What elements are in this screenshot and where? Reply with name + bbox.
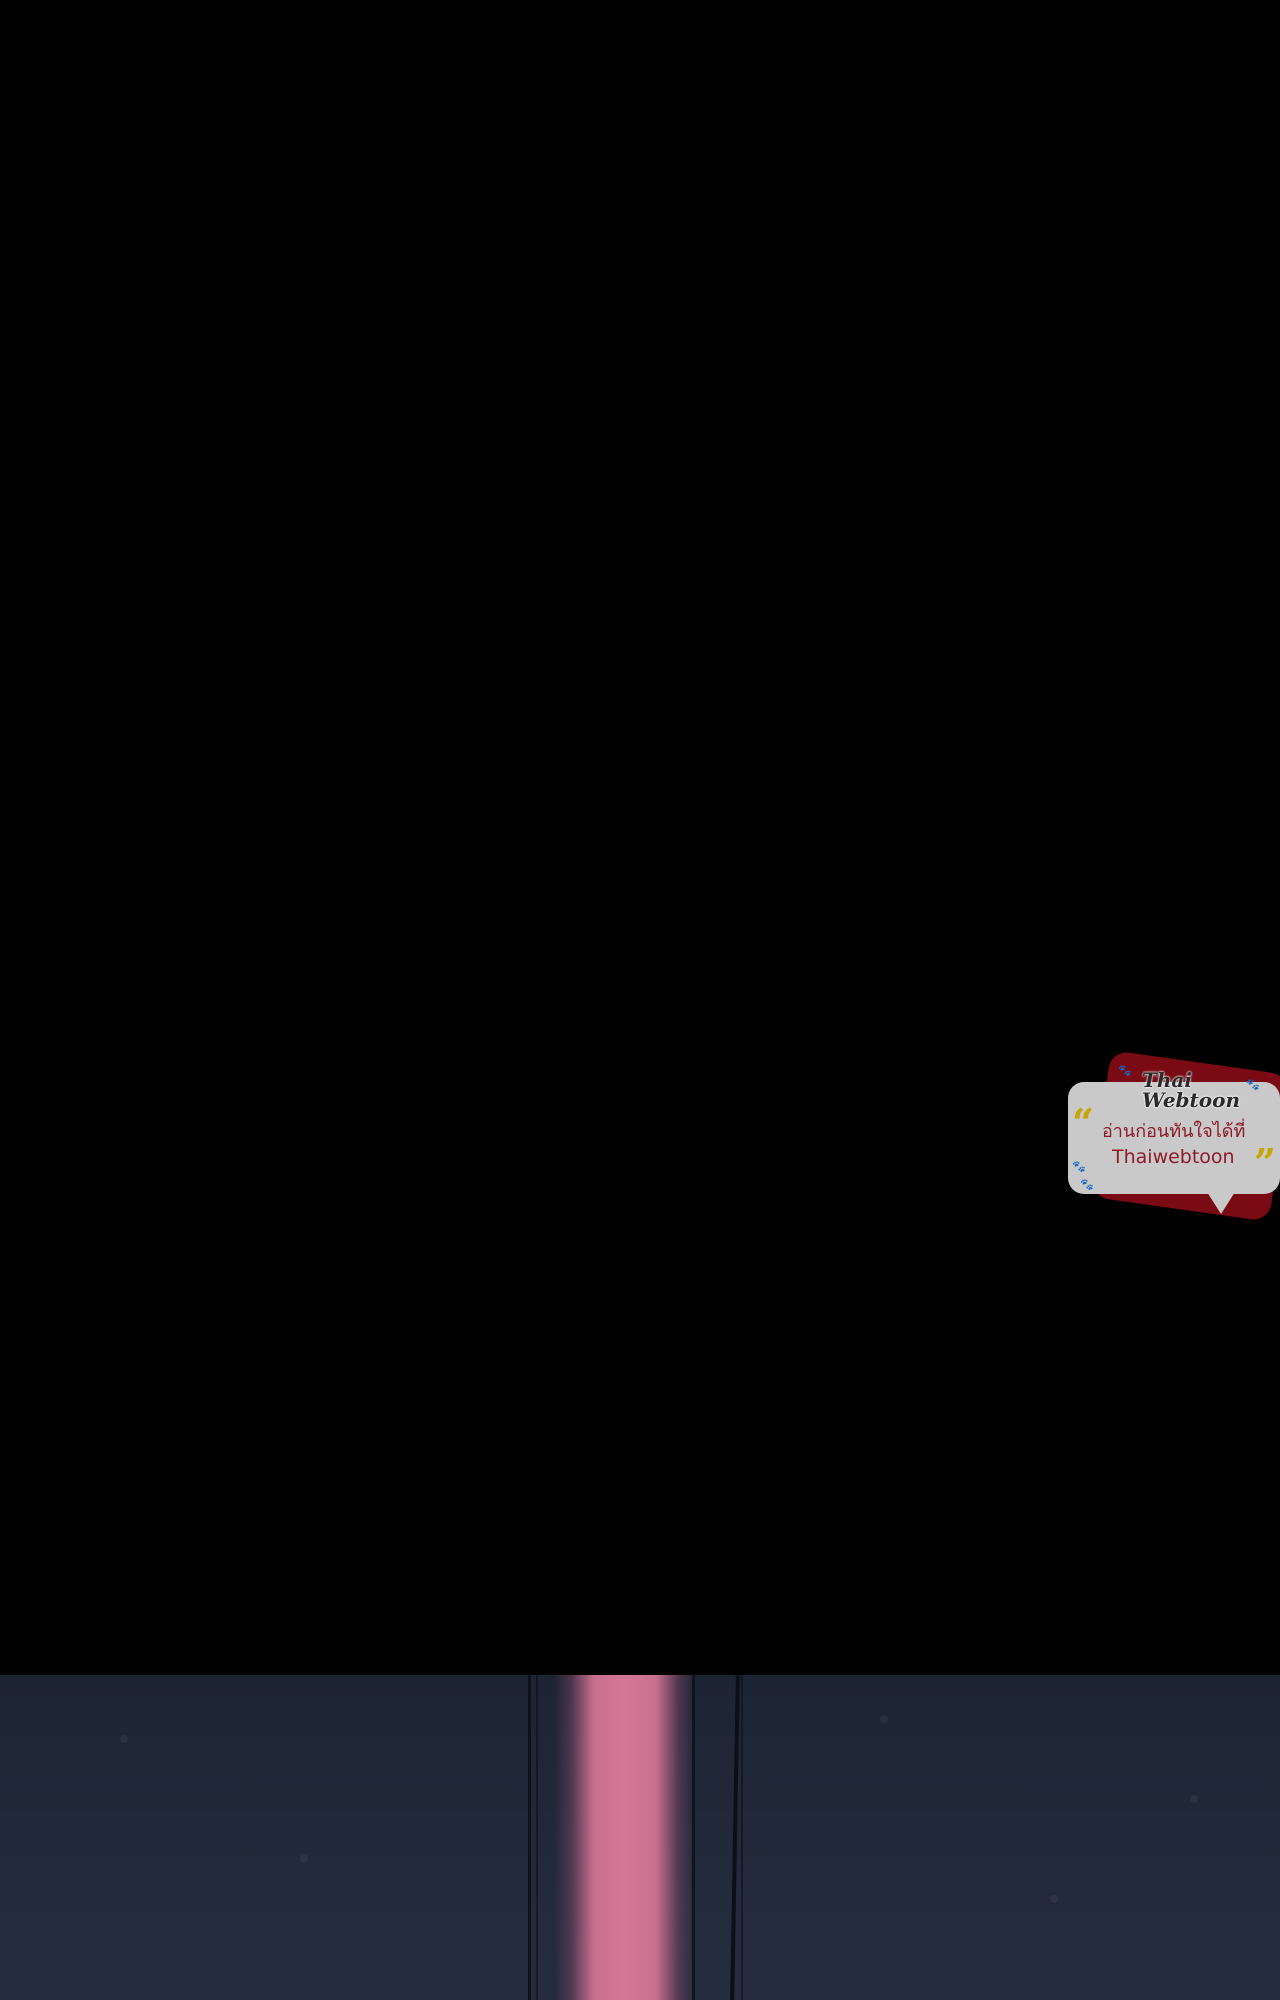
- paw-icon: 🐾: [1118, 1064, 1132, 1077]
- watermark-speech-bubble: [1068, 1082, 1280, 1194]
- dust-speck: [1190, 1795, 1198, 1803]
- dust-speck: [880, 1715, 888, 1723]
- dark-streak: [692, 1675, 695, 2000]
- watermark-bubble-tail: [1207, 1192, 1235, 1214]
- dark-streak: [741, 1675, 743, 2000]
- dust-speck: [300, 1855, 308, 1863]
- watermark-site-name: Thaiwebtoon: [1112, 1146, 1235, 1168]
- black-comic-panel: [0, 0, 1280, 1675]
- paw-icon: 🐾: [1072, 1160, 1086, 1173]
- dark-streak: [730, 1675, 740, 2000]
- pink-light-beam: [555, 1675, 695, 2000]
- dark-streak: [528, 1675, 531, 2000]
- thaiwebtoon-watermark: 🐾 🐾 🐾 🐾 Thai Webtoon “ อ่านก่อนทันใจได้ท…: [1062, 1050, 1280, 1222]
- dust-speck: [120, 1735, 128, 1743]
- quote-close-icon: ”: [1254, 1140, 1276, 1185]
- dark-streak: [536, 1675, 538, 2000]
- night-scene-panel: [0, 1675, 1280, 2000]
- watermark-logo: Thai Webtoon: [1142, 1068, 1240, 1112]
- quote-open-icon: “: [1072, 1100, 1094, 1145]
- paw-icon: 🐾: [1246, 1078, 1260, 1091]
- paw-icon: 🐾: [1080, 1178, 1094, 1191]
- watermark-tagline: อ่านก่อนทันใจได้ที่: [1102, 1121, 1246, 1142]
- dust-speck: [1050, 1895, 1058, 1903]
